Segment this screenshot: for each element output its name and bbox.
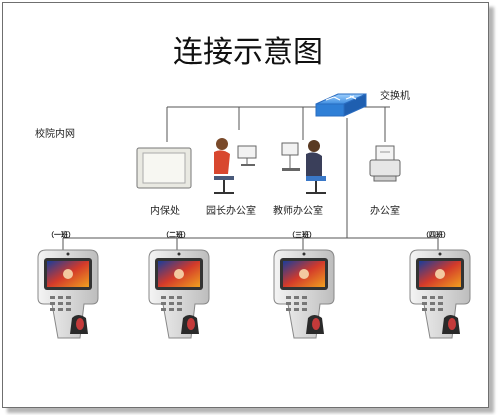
monitor-icon xyxy=(136,147,192,189)
device-row xyxy=(37,249,471,339)
device-label: （三班） xyxy=(288,230,316,239)
user-workstation-icon xyxy=(214,138,257,194)
diagram-frame xyxy=(2,2,489,408)
node-label: 园长办公室 xyxy=(206,204,256,217)
diagram-title: 连接示意图 xyxy=(173,35,323,70)
attendance-terminal-icon xyxy=(409,249,471,339)
user-workstation-icon xyxy=(281,140,326,194)
device-label: （一班） xyxy=(47,230,75,239)
attendance-terminal-icon xyxy=(37,249,99,339)
network-label: 校院内网 xyxy=(35,127,75,140)
node-label: 办公室 xyxy=(370,204,400,217)
node-label: 内保处 xyxy=(150,204,180,217)
node-label: 教师办公室 xyxy=(273,204,323,217)
attendance-terminal-icon xyxy=(273,249,335,339)
attendance-terminal-icon xyxy=(148,249,210,339)
switch-icon xyxy=(315,93,367,117)
device-label: （二班） xyxy=(162,230,190,239)
printer-icon xyxy=(369,145,401,182)
device-label: （四班） xyxy=(422,230,450,239)
switch-label: 交换机 xyxy=(380,89,410,102)
